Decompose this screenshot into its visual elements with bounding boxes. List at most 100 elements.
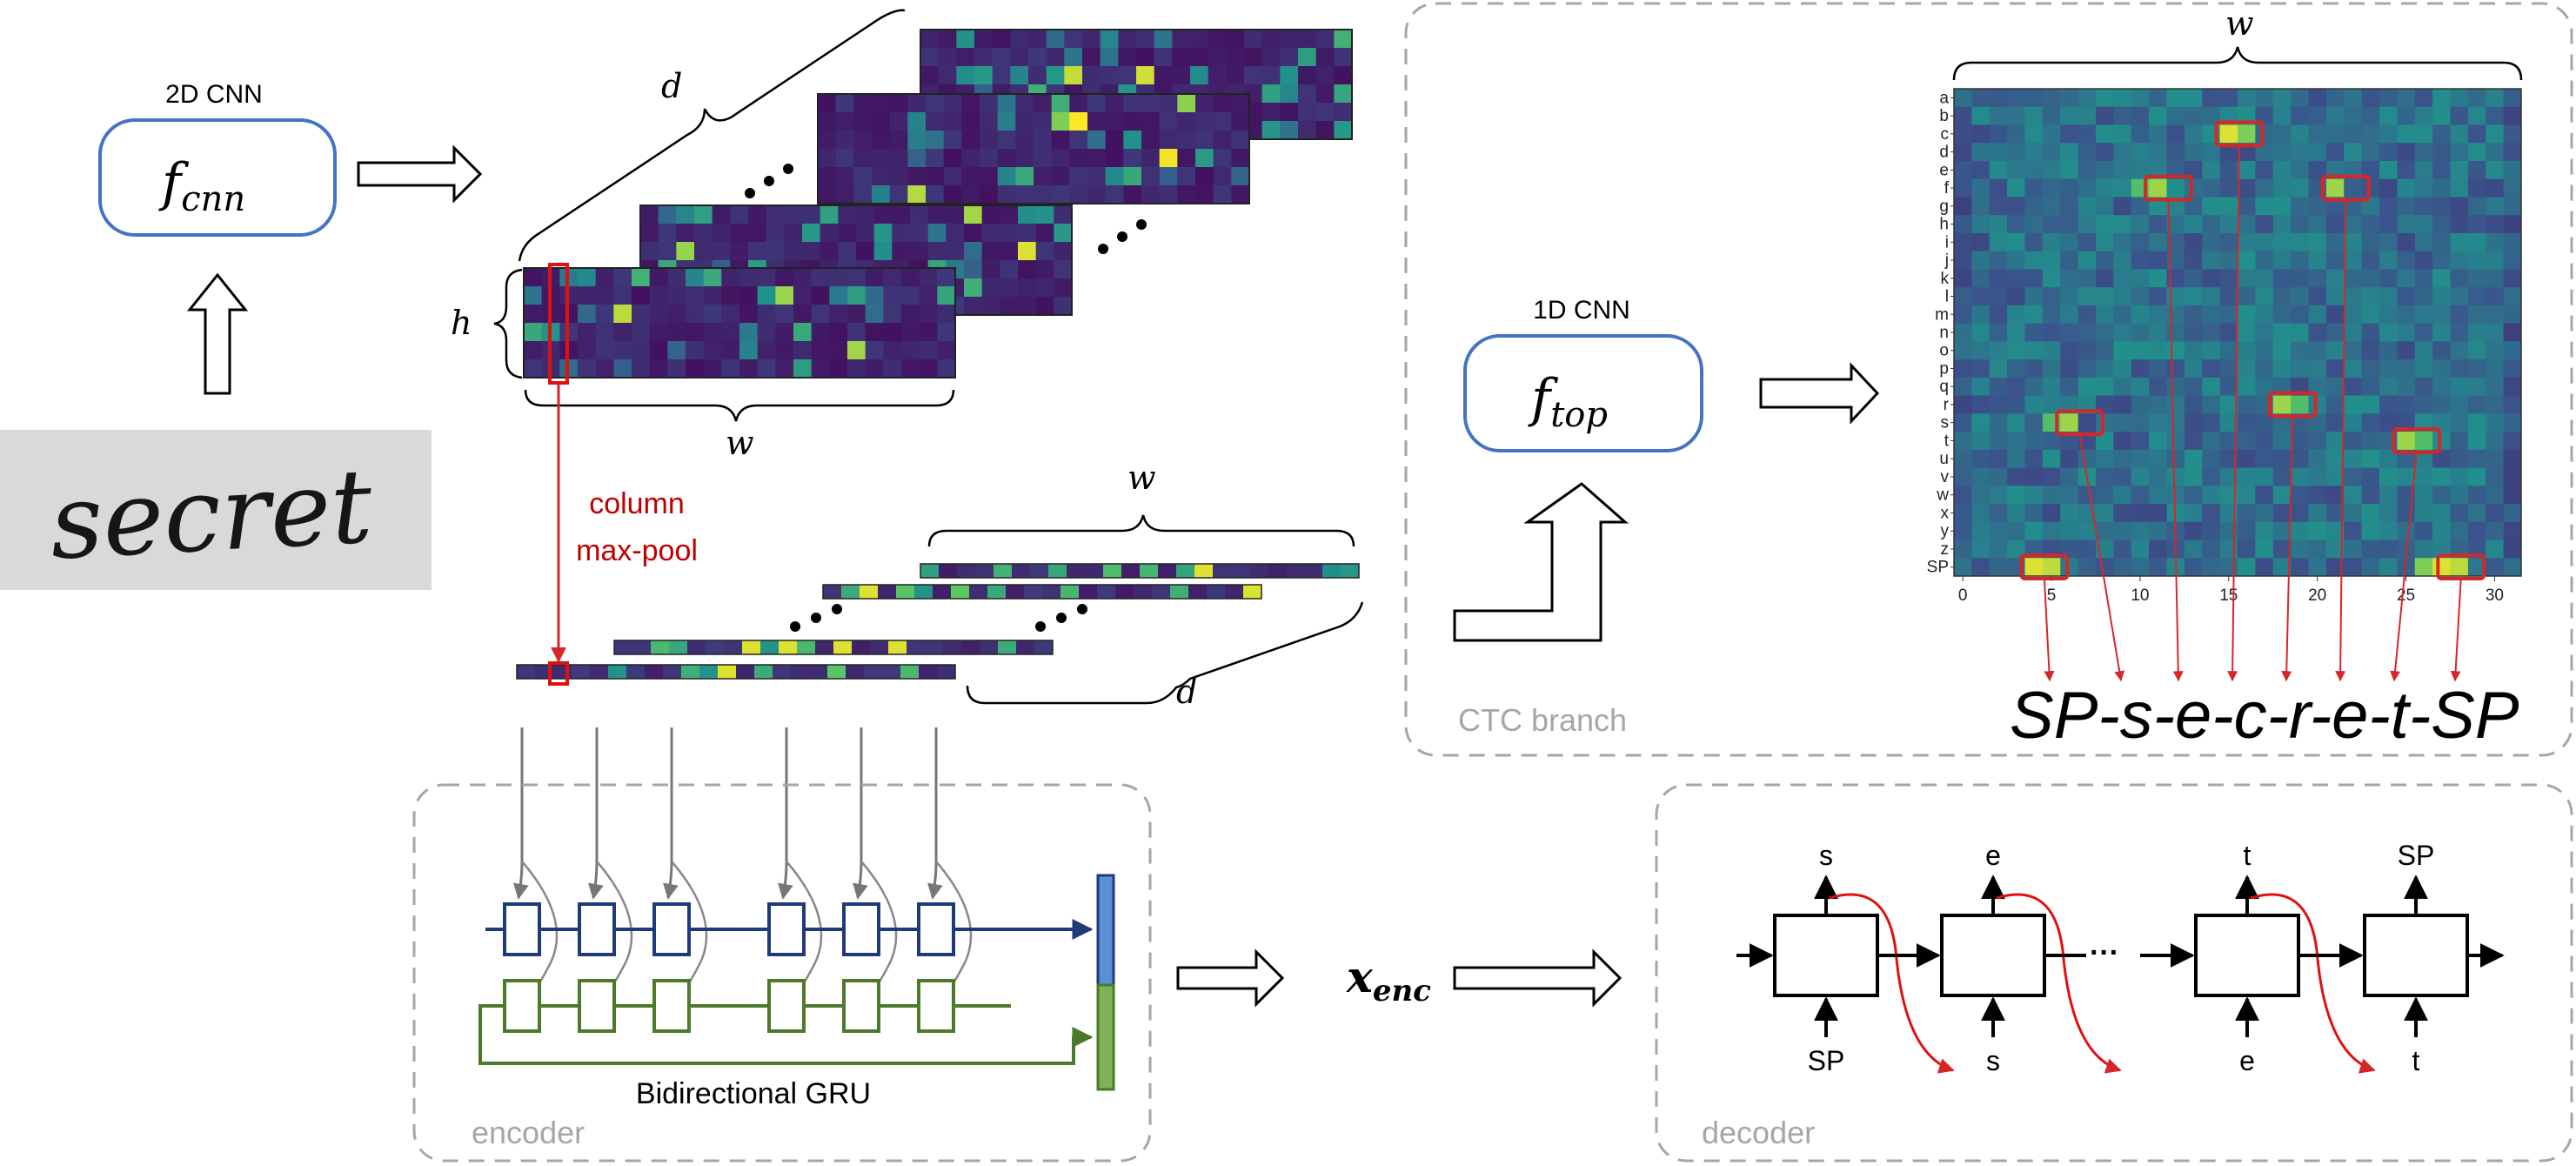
pooled-cell bbox=[553, 665, 572, 679]
pooled-cell bbox=[852, 640, 871, 654]
heatmap-cell bbox=[2042, 395, 2061, 414]
x-tick-label: 20 bbox=[2308, 586, 2326, 605]
heatmap-cell bbox=[1971, 413, 1991, 432]
heatmap-cell bbox=[2450, 305, 2469, 325]
feature-cell bbox=[937, 359, 956, 379]
decoder-input-label: e bbox=[2239, 1045, 2255, 1076]
feature-cell bbox=[1136, 30, 1155, 49]
heatmap-cell bbox=[2467, 467, 2486, 486]
heatmap-cell bbox=[2131, 215, 2150, 234]
feature-cell bbox=[578, 305, 597, 324]
ctc-decode-arrow bbox=[2043, 578, 2055, 682]
heatmap-cell bbox=[2113, 160, 2132, 180]
heatmap-cell bbox=[1954, 323, 1972, 342]
feature-cell bbox=[811, 341, 830, 360]
heatmap-cell bbox=[2486, 341, 2505, 360]
heatmap-cell bbox=[2503, 215, 2522, 234]
pooled-cell bbox=[645, 665, 664, 679]
feature-cell bbox=[694, 224, 713, 243]
feature-cell bbox=[1195, 112, 1214, 131]
feature-cell bbox=[992, 66, 1011, 85]
heatmap-cell bbox=[2325, 467, 2345, 486]
feature-cell bbox=[649, 359, 668, 379]
heatmap-cell bbox=[2255, 413, 2274, 432]
feature-cell bbox=[853, 149, 873, 168]
heatmap-cell bbox=[2467, 232, 2486, 252]
heatmap-cell bbox=[2113, 341, 2132, 360]
decoder-output-label: e bbox=[1985, 840, 2001, 871]
feature-cell bbox=[1028, 30, 1047, 49]
heatmap-row-label: c bbox=[1941, 125, 1950, 144]
heatmap-cell bbox=[1989, 232, 2008, 252]
decoder-output-label: s bbox=[1819, 840, 1833, 871]
heatmap-cell bbox=[2361, 432, 2380, 451]
feature-cell bbox=[632, 359, 651, 379]
heatmap-cell bbox=[2397, 395, 2416, 414]
feature-cell bbox=[578, 341, 597, 360]
decoder-output-label: SP bbox=[2398, 840, 2435, 871]
heatmap-cell bbox=[2379, 377, 2398, 397]
heatmap-cell bbox=[2238, 232, 2256, 252]
heatmap-cell bbox=[2149, 377, 2167, 397]
heatmap-cell bbox=[2202, 432, 2221, 451]
heatmap-row-label: a bbox=[1939, 89, 1949, 107]
heatmap-cell bbox=[2291, 197, 2309, 216]
feature-cell bbox=[1280, 121, 1299, 140]
feature-cell bbox=[981, 224, 1000, 243]
feature-cell bbox=[1015, 185, 1034, 204]
heatmap-cell bbox=[2379, 89, 2398, 108]
ctc-decode-arrow bbox=[2227, 145, 2241, 682]
pooled-cell bbox=[517, 665, 536, 679]
heatmap-cell bbox=[2432, 395, 2451, 414]
heatmap-cell bbox=[2291, 124, 2309, 144]
heatmap-cell bbox=[2166, 413, 2185, 432]
heatmap-cell bbox=[2238, 432, 2256, 451]
heatmap-cell bbox=[2131, 287, 2150, 306]
feature-cell bbox=[835, 185, 854, 204]
feature-cell bbox=[919, 341, 938, 360]
feature-cell bbox=[595, 341, 614, 360]
feature-cell bbox=[847, 268, 866, 287]
pooled-vector bbox=[613, 640, 1054, 655]
heatmap-cell bbox=[2255, 124, 2274, 144]
heatmap-cell bbox=[2379, 504, 2398, 523]
heatmap-cell bbox=[1954, 432, 1972, 451]
heatmap-cell bbox=[2379, 287, 2398, 306]
heatmap-cell bbox=[2238, 521, 2256, 541]
heatmap-cell bbox=[2131, 232, 2150, 252]
pooled-cell bbox=[1140, 564, 1159, 578]
heatmap-cell bbox=[2238, 413, 2256, 432]
feature-cell bbox=[1213, 149, 1232, 168]
heatmap-cell bbox=[2291, 449, 2309, 469]
heatmap-cell bbox=[2060, 486, 2079, 505]
feature-map-stack bbox=[523, 29, 1353, 379]
heatmap-cell bbox=[2042, 106, 2061, 125]
heatmap-cell bbox=[1954, 449, 1972, 469]
arrow-right-icon bbox=[357, 144, 483, 204]
heatmap-cell bbox=[1989, 251, 2008, 270]
feature-cell bbox=[926, 149, 945, 168]
heatmap-cell bbox=[2149, 521, 2167, 541]
feature-cell bbox=[820, 224, 839, 243]
heatmap-cell bbox=[2202, 539, 2221, 559]
heatmap-cell bbox=[2272, 521, 2292, 541]
heatmap-cell bbox=[2078, 341, 2097, 360]
heatmap-cell bbox=[2344, 287, 2363, 306]
feature-cell bbox=[829, 286, 848, 305]
feature-cell bbox=[1046, 66, 1065, 85]
heatmap-cell bbox=[2219, 432, 2238, 451]
pooled-cell bbox=[937, 665, 956, 679]
feature-cell bbox=[873, 242, 893, 261]
heatmap-width-brace bbox=[1952, 46, 2523, 81]
feature-cell bbox=[946, 242, 965, 261]
heatmap-cell bbox=[2361, 323, 2380, 342]
pooled-cell bbox=[718, 665, 737, 679]
heatmap-cell bbox=[2361, 232, 2380, 252]
heatmap-cell bbox=[2238, 197, 2256, 216]
arrow-right-icon bbox=[1453, 948, 1623, 1008]
heatmap-cell bbox=[2096, 160, 2114, 180]
pooled-cell bbox=[987, 585, 1007, 599]
heatmap-cell bbox=[2166, 287, 2185, 306]
feature-cell bbox=[595, 359, 614, 379]
pooled-cell bbox=[1079, 585, 1098, 599]
